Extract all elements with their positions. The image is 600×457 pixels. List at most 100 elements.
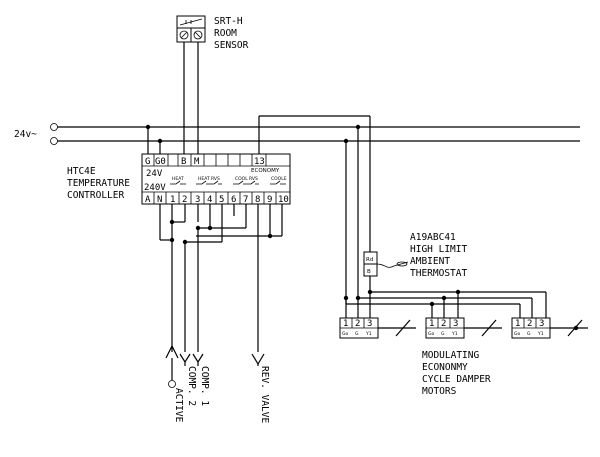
junction-dot — [267, 233, 273, 239]
terminal-a: A — [145, 195, 151, 205]
junction-dot — [182, 239, 188, 245]
relay-contact-icon — [233, 180, 247, 185]
controller-name: HTC4E — [67, 166, 96, 177]
junction-dot — [429, 301, 435, 307]
controller: HTC4E TEMPERATURE CONTROLLER G G0 B M 13… — [67, 153, 291, 205]
label-24v: 24V — [146, 169, 163, 179]
motors-caption: MODULATING ECONONMY CYCLE DAMPER MOTORS — [422, 350, 491, 397]
sensor-line3: SENSOR — [214, 40, 249, 51]
controller-line3: CONTROLLER — [67, 190, 124, 201]
junction-dot — [207, 225, 213, 231]
economy-label: ECONOMY — [251, 168, 280, 174]
economy-wiring — [258, 115, 371, 252]
junction-dot — [573, 325, 579, 331]
junction-dot — [195, 225, 201, 231]
motor-terminal-number: 3 — [539, 319, 544, 329]
relay-contacts: HEAT HEAT RVS COOL RVS COOLE — [170, 176, 287, 185]
bottom-terminal-strip: A N 1 2 3 4 5 6 7 8 9 10 — [142, 191, 290, 205]
motor-terminal-label: Y1 — [451, 331, 458, 337]
motor-terminal-label: G — [355, 331, 359, 337]
power-label: 24v~ — [14, 129, 37, 140]
arrow-down-icon — [192, 353, 204, 364]
arrow-up-icon — [165, 344, 179, 359]
supply-terminal-icon — [50, 123, 58, 131]
terminal-3: 3 — [195, 195, 200, 205]
motors-line2: ECONONMY — [422, 362, 468, 373]
sensor-wires — [183, 42, 199, 154]
output-active: ACTIVE — [173, 388, 184, 423]
relay-contact-icon — [210, 180, 222, 185]
thermostat-line4: THERMOSTAT — [410, 268, 467, 279]
output-comp1: COMP. 1 — [199, 366, 210, 406]
thermostat-b-label: B — [367, 269, 371, 275]
junction-dot — [355, 295, 361, 301]
output-comp2: COMP. 2 — [186, 366, 197, 406]
top-terminal-strip: G G0 B M 13 — [142, 154, 290, 167]
motor-terminal-number: 1 — [343, 319, 348, 329]
high-limit-thermostat: A19ABC41 HIGH LIMIT AMBIENT THERMOSTAT R… — [363, 232, 467, 298]
label-240v: 240V — [144, 183, 166, 193]
bulb-icon — [396, 261, 408, 267]
active-terminal-icon — [168, 380, 176, 388]
motors-line1: MODULATING — [422, 350, 479, 361]
damper-shaft-icon — [481, 319, 497, 337]
motor-terminal-number: 2 — [355, 319, 360, 329]
relay-label: HEAT — [198, 176, 210, 182]
terminal-m: M — [194, 157, 200, 167]
motor-terminal-number: 3 — [367, 319, 372, 329]
motor-terminal-number: 2 — [527, 319, 532, 329]
terminal-9: 9 — [267, 195, 272, 205]
sensor-name: SRT-H — [214, 16, 243, 27]
terminal-n: N — [157, 195, 162, 205]
terminal-1: 1 — [170, 195, 175, 205]
motor-terminal-label: Go — [428, 331, 434, 337]
motor-terminal-number: 1 — [429, 319, 434, 329]
junction-dot — [441, 295, 447, 301]
motor-terminal-label: G — [441, 331, 445, 337]
motors-line3: CYCLE DAMPER — [422, 374, 491, 385]
arrow-down-icon — [179, 353, 191, 364]
power-supply: 24v~ — [14, 123, 580, 154]
relay-label: COOLE — [271, 176, 287, 182]
motor-terminal-label: G — [527, 331, 531, 337]
output-rev-valve: REV. VALVE — [259, 366, 270, 423]
damper-shaft-icon — [395, 319, 411, 337]
thermistor-symbol-detail — [185, 20, 192, 24]
terminal-g0: G0 — [155, 157, 166, 167]
thermostat-line2: HIGH LIMIT — [410, 244, 467, 255]
junction-dot — [169, 219, 175, 225]
terminal-g: G — [145, 157, 150, 167]
terminal-4: 4 — [207, 195, 212, 205]
controller-line2: TEMPERATURE — [67, 178, 130, 189]
screw-icon — [193, 30, 203, 40]
junction-dot — [367, 289, 373, 295]
terminal-13: 13 — [254, 157, 265, 167]
damper-motor-wiring — [343, 127, 547, 318]
motor-terminal-label: Y1 — [537, 331, 544, 337]
capillary-icon — [376, 261, 409, 268]
thermostat-line3: AMBIENT — [410, 256, 450, 267]
relay-contact-icon — [196, 180, 210, 185]
motor-terminal-number: 1 — [515, 319, 520, 329]
motor-terminal-number: 2 — [441, 319, 446, 329]
output-wiring: ACTIVE COMP. 2 COMP. 1 REV. VALVE — [159, 204, 283, 423]
terminal-b: B — [181, 157, 186, 167]
relay-contact-icon — [170, 180, 186, 185]
sensor-line2: ROOM — [214, 28, 237, 39]
relay-contact-icon — [247, 180, 259, 185]
relay-label: RVS — [249, 176, 258, 182]
relay-label: COOL — [235, 176, 248, 182]
screw-slot — [194, 31, 202, 39]
relay-contact-icon — [270, 180, 286, 185]
terminal-8: 8 — [255, 195, 260, 205]
terminal-7: 7 — [243, 195, 248, 205]
terminal-5: 5 — [219, 195, 224, 205]
relay-label: HEAT — [172, 176, 184, 182]
damper-motor-2: 1 2 3 Go G Y1 — [425, 317, 502, 339]
damper-motor-3: 1 2 3 Go G Y1 — [511, 317, 588, 339]
relay-label: RVS — [211, 176, 220, 182]
terminal-2: 2 — [182, 195, 187, 205]
junction-dot — [455, 289, 461, 295]
motor-terminal-label: Y1 — [365, 331, 372, 337]
